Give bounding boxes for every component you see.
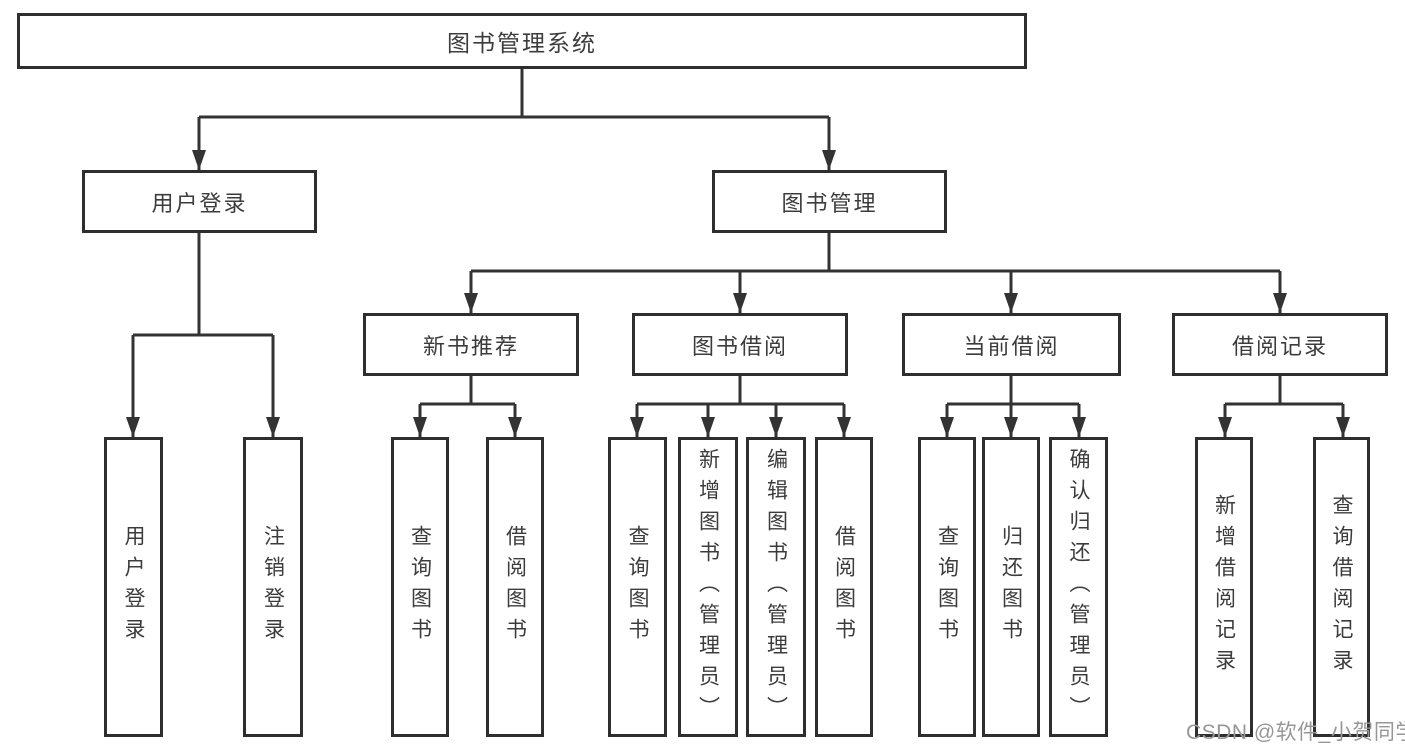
leaf-label: 查询图书 — [935, 525, 959, 649]
node-book-borrow: 图书借阅 — [632, 313, 848, 376]
leaf-query-books-3: 查询图书 — [918, 437, 976, 737]
node-book-management-system: 图书管理系统 — [17, 13, 1027, 69]
leaf-user-login: 用户登录 — [104, 437, 163, 737]
node-book-management: 图书管理 — [712, 170, 947, 233]
leaf-label: 查询图书 — [626, 525, 649, 649]
leaf-label: 新增图书（管理员） — [696, 447, 720, 727]
leaf-label: 查询借阅记录 — [1330, 494, 1353, 680]
node-borrow-records: 借阅记录 — [1172, 313, 1388, 376]
leaf-label: 新增借阅记录 — [1212, 494, 1236, 680]
leaf-confirm-return-admin: 确认归还（管理员） — [1049, 437, 1108, 737]
leaf-borrow-books-1: 借阅图书 — [486, 437, 544, 737]
leaf-label: 借阅图书 — [832, 525, 856, 649]
leaf-add-books-admin: 新增图书（管理员） — [678, 437, 738, 737]
leaf-edit-books-admin: 编辑图书（管理员） — [746, 437, 806, 737]
leaf-query-books-2: 查询图书 — [608, 437, 667, 737]
leaf-query-borrow-record: 查询借阅记录 — [1313, 437, 1370, 737]
leaf-label: 查询图书 — [408, 525, 432, 649]
leaf-label: 归还图书 — [999, 525, 1023, 649]
node-user-login: 用户登录 — [82, 170, 317, 233]
node-current-borrow: 当前借阅 — [902, 313, 1121, 376]
leaf-label: 确认归还（管理员） — [1067, 447, 1090, 727]
leaf-borrow-books-2: 借阅图书 — [815, 437, 873, 737]
node-new-book-recommend: 新书推荐 — [363, 313, 579, 376]
leaf-add-borrow-record: 新增借阅记录 — [1195, 437, 1253, 737]
leaf-label: 注销登录 — [261, 525, 285, 649]
leaf-return-books: 归还图书 — [982, 437, 1040, 737]
leaf-label: 编辑图书（管理员） — [764, 447, 788, 727]
leaf-query-books-1: 查询图书 — [391, 437, 449, 737]
leaf-logout: 注销登录 — [243, 437, 303, 737]
csdn-watermark: CSDN @软件_小贺同学 — [1186, 721, 1405, 744]
leaf-label: 用户登录 — [122, 525, 145, 649]
leaf-label: 借阅图书 — [503, 525, 527, 649]
